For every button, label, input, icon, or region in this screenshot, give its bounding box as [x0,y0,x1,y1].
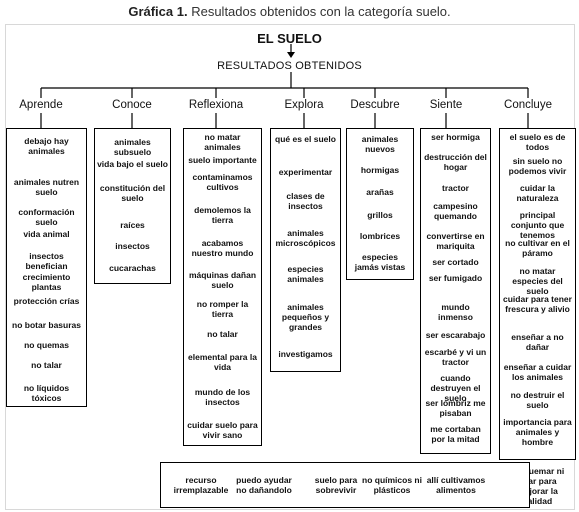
category-item: vida bajo el suelo [97,159,168,169]
category-item: sin suelo no podemos vivir [508,156,567,176]
category-item: animales pequeños y grandes [281,302,330,332]
category-item: no matar animales [204,132,241,152]
category-item: investigamos [278,349,333,359]
category-item: protección crías [13,296,80,306]
category-item: grillos [367,210,393,220]
category-item: animales subsuelo [113,137,152,157]
root-arrow-head [287,52,295,58]
category-item: campesino quemando [433,201,478,221]
category-item: enseñar a cuidar los animales [503,362,572,382]
category-item: constitución del suelo [99,183,166,203]
category-item: no cultivar en el páramo [505,238,570,258]
category-item: elemental para la vida [188,352,257,372]
category-item: debajo hay animales [24,136,69,156]
category-box: qué es el suelo experimentar clases de ins… [270,128,341,372]
category-item: insectos [115,241,150,251]
category-box: animales subsuelo vida bajo el suelo const… [94,128,171,284]
category-item: animales nuevos [361,134,399,154]
category-item: experimentar [278,167,333,177]
category-item: raíces [120,220,145,230]
category-item: ser escarabajo [425,330,486,340]
category-header: Explora [284,99,324,111]
category-item: animales microscópicos [275,228,336,248]
category-item: cuidar la naturaleza [516,183,559,203]
category-item: escarbé y vi un tractor [424,347,487,367]
bottom-item: puedo ayudar no dañandolo [236,475,292,495]
category-box: no matar animales suelo importante contami… [183,128,262,446]
category-item: mundo inmenso [438,302,473,322]
category-item: qué es el suelo [275,134,336,144]
category-header: Reflexiona [188,99,244,111]
category-item: crecimiento plantas [22,272,71,292]
category-header: Siente [429,99,463,111]
category-header: Descubre [350,99,400,111]
category-box: debajo hay animales animales nutren suelo… [6,128,87,407]
category-item: animales nutren suelo [13,177,80,197]
category-header: Conoce [112,99,152,111]
figure-caption-text: Resultados obtenidos con la categoría su… [187,4,451,19]
category-item: no talar [207,329,238,339]
category-item: especies jamás vistas [354,252,406,272]
category-item: acabamos nuestro mundo [191,238,254,258]
category-box: el suelo es de todos sin suelo no podemos… [499,128,576,506]
bottom-item: recurso irremplazable [173,475,229,495]
category-item: el suelo es de todos [509,132,566,152]
root-subtitle: RESULTADOS OBTENIDOS [217,60,362,72]
category-item: cuidar suelo para vivir sano [187,420,258,440]
category-item: clases de insectos [286,191,325,211]
category-item: lombrices [359,231,401,241]
category-item: cuidar para tener frescura y alivio [503,294,572,314]
category-item: máquinas dañan suelo [188,270,257,290]
category-box: ser hormiga destrucción del hogar tractor c… [420,128,491,454]
category-item: ser cortado [432,257,479,267]
category-box: animales nuevos hormigas arañas grillos lomb… [346,128,414,280]
category-item: hormigas [360,165,400,175]
bottom-item: suelo para sobrevivir [314,475,358,495]
category-item: no quemar ni talar para mejorar la calid… [510,466,565,506]
category-item: insectos benefician [25,251,68,271]
category-item: vida animal [23,229,70,239]
category-item: no quemas [24,340,69,350]
category-item: contaminamos cultivos [192,172,253,192]
figure-caption: Gráfica 1. Resultados obtenidos con la c… [0,4,579,19]
category-item: cucarachas [109,263,156,273]
category-item: importancia para animales y hombre [503,417,572,447]
category-item: no romper la tierra [196,299,249,319]
figure-caption-prefix: Gráfica 1. [128,4,188,19]
category-header: Concluye [504,99,552,111]
category-item: enseñar a no dañar [511,332,564,352]
category-item: me cortaban por la mitad [430,424,481,444]
category-item: destrucción del hogar [424,152,487,172]
category-item: ser hormiga [431,132,480,142]
category-header: Aprende [19,99,63,111]
category-item: no botar basuras [12,320,81,330]
category-item: tractor [442,183,469,193]
category-item: no destruir el suelo [510,390,565,410]
root-title: EL SUELO [257,31,322,46]
category-item: ser lombriz me pisaban [425,398,486,418]
category-item: no líquidos tóxicos [23,383,70,403]
bottom-item: no químicos ni plásticos [362,475,422,495]
category-item: no talar [31,360,62,370]
category-item: demolemos la tierra [194,205,251,225]
bottom-item: allí cultivamos alimentos [426,475,486,495]
category-item: no matar especies del suelo [512,266,563,296]
category-item: arañas [366,187,394,197]
category-item: convertirse en mariquita [426,231,485,251]
category-item: conformación suelo [18,207,75,227]
bottom-summary-box: recurso irremplazable puedo ayudar no dañ… [160,462,530,508]
category-item: mundo de los insectos [194,387,251,407]
category-item: especies animales [287,264,324,284]
category-item: principal conjunto que tenemos [510,210,565,240]
category-item: ser fumigado [428,273,483,283]
category-item: cuando destruyen el suelo [430,373,481,403]
category-item: suelo importante [188,155,257,165]
